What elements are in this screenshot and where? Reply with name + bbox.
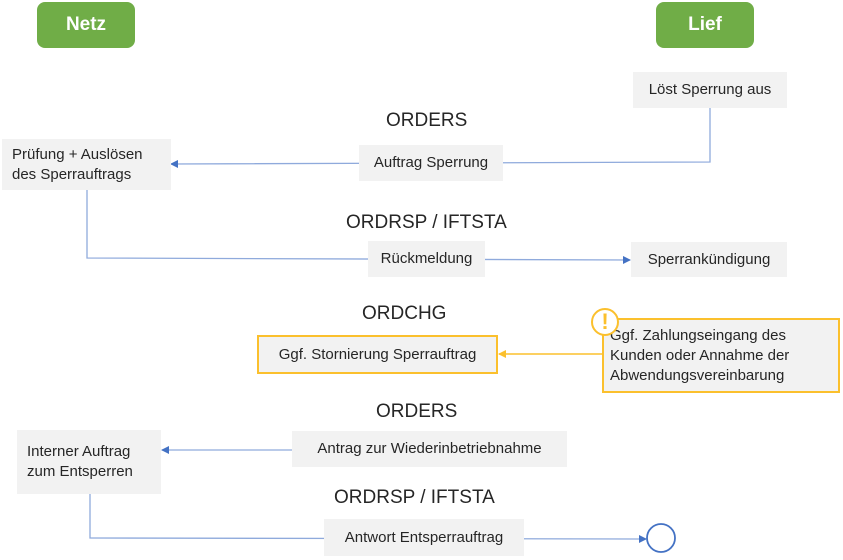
zahlung-line-1: Ggf. Zahlungseingang des	[610, 326, 786, 344]
step-antrag-wiederinbetriebnahme: Antrag zur Wiederinbetriebnahme	[292, 431, 567, 467]
message-type-orders-2: ORDERS	[376, 401, 458, 422]
warning-icon: !	[591, 308, 619, 336]
step-loest-sperrung: Löst Sperrung aus	[633, 72, 787, 108]
step-sperrankuendigung: Sperrankündigung	[631, 242, 787, 277]
message-type-ordchg: ORDCHG	[362, 303, 447, 324]
step-rueckmeldung: Rückmeldung	[368, 241, 485, 277]
step-antwort-entsperrauftrag: Antwort Entsperrauftrag	[324, 519, 524, 556]
intern-line-2: zum Entsperren	[27, 463, 133, 480]
intern-line-1: Interner Auftrag	[27, 443, 131, 460]
pruefung-line-2: des Sperrauftrags	[12, 165, 132, 183]
message-type-ordrsp-1: ORDRSP / IFTSTA	[346, 212, 507, 233]
lane-lief: Lief	[656, 2, 754, 48]
zahlung-line-2: Kunden oder Annahme der	[610, 346, 790, 364]
message-type-orders-1: ORDERS	[386, 110, 468, 131]
lane-netz: Netz	[37, 2, 135, 48]
step-stornierung: Ggf. Stornierung Sperrauftrag	[257, 335, 498, 374]
message-type-ordrsp-2: ORDRSP / IFTSTA	[334, 487, 495, 508]
zahlung-line-3: Abwendungsvereinbarung	[610, 366, 785, 384]
step-auftrag-sperrung: Auftrag Sperrung	[359, 145, 503, 181]
end-event-circle	[646, 523, 676, 553]
arrow-auftrag-sperrung	[170, 108, 711, 168]
step-interner-auftrag: Interner Auftrag zum Entsperren	[17, 430, 161, 494]
pruefung-line-1: Prüfung + Auslösen	[12, 145, 143, 163]
step-zahlungseingang: Ggf. Zahlungseingang des Kunden oder Ann…	[602, 318, 840, 393]
step-pruefung: Prüfung + Auslösen des Sperrauftrags	[2, 139, 171, 190]
